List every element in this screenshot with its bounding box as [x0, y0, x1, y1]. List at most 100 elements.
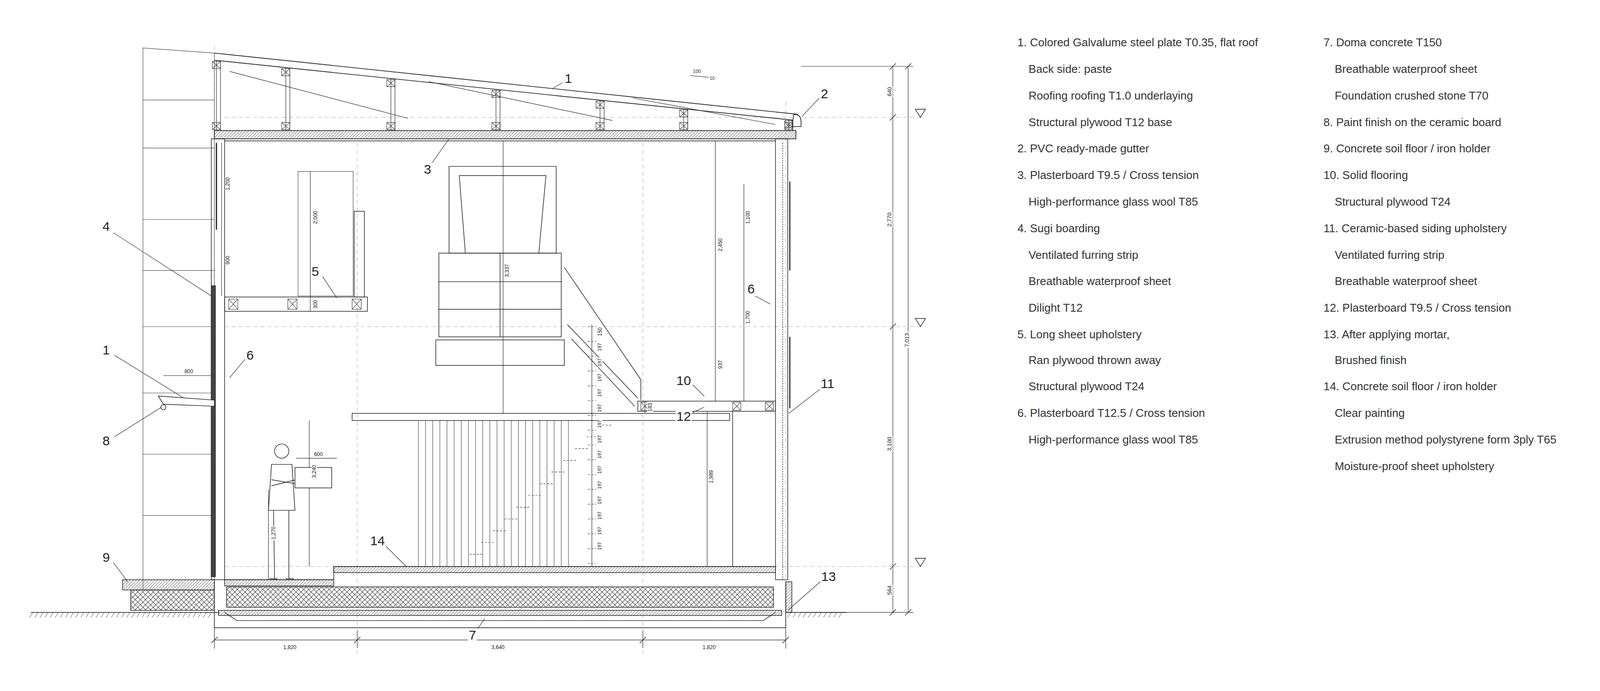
dimension-text: 183	[647, 401, 653, 413]
ground-hatch	[172, 612, 176, 618]
ground-hatch	[803, 612, 807, 618]
leader-lines	[431, 138, 449, 164]
leader-lines	[113, 561, 128, 582]
person-figure	[269, 510, 295, 579]
stair-treads	[587, 385, 597, 386]
note-text: 10. Solid flooring	[1323, 169, 1409, 182]
joist-boxes	[679, 109, 689, 117]
note-text: 1. Colored Galvalume steel plate T0.35, …	[1017, 37, 1259, 49]
dimension-text: 197	[597, 387, 603, 398]
interior	[435, 339, 565, 366]
note-text: Structural plywood T24	[1028, 380, 1145, 393]
interior	[732, 411, 733, 566]
ground-hatch	[29, 63, 912, 643]
ground-hatch	[904, 609, 912, 616]
note-text: 14. Concrete soil floor / iron holder	[1323, 380, 1497, 393]
leader-lines	[692, 384, 705, 397]
stair-treads	[587, 400, 597, 401]
ground-hatch	[70, 612, 74, 618]
walls	[211, 285, 216, 577]
dimension-text: 197	[597, 372, 603, 383]
roof-rafters	[683, 109, 684, 131]
roof	[214, 53, 801, 139]
joist-boxes	[732, 401, 741, 411]
joist-boxes	[596, 101, 605, 109]
ground-hatch	[782, 636, 789, 643]
ground-hatch	[188, 612, 192, 618]
joist-boxes	[281, 68, 291, 76]
ground-hatch	[152, 612, 156, 618]
dimension-text: 300	[312, 298, 319, 310]
roof-rafters	[229, 71, 776, 125]
wood-slats	[561, 420, 562, 566]
dimension-text: 2,450	[717, 237, 724, 253]
interior	[438, 308, 562, 310]
wood-slats	[468, 420, 469, 566]
joist-boxes	[281, 122, 291, 130]
stair-treads	[587, 503, 597, 505]
wood-slats	[518, 420, 519, 566]
roof	[214, 130, 796, 139]
ground-hatch	[50, 612, 54, 618]
walls	[775, 138, 788, 580]
joist-boxes	[784, 120, 793, 128]
leader-lines	[322, 276, 337, 299]
roof-rafters	[285, 67, 286, 131]
ground-hatch	[39, 612, 43, 618]
note-text: 9. Concrete soil floor / iron holder	[1323, 143, 1491, 155]
leader-lines	[113, 232, 212, 296]
wood-slats	[418, 420, 569, 566]
joist-boxes	[281, 68, 291, 76]
note-text: Foundation crushed stone T70	[1334, 89, 1489, 102]
dimension-text: 197	[597, 342, 603, 352]
note-text: High-performance glass wool T85	[1028, 195, 1198, 208]
canopy	[158, 395, 215, 410]
note-text: 13. After applying mortar,	[1323, 328, 1450, 341]
dimension-lines	[310, 171, 311, 312]
level-markers	[915, 318, 926, 327]
stair-treads	[551, 471, 566, 473]
joist-boxes	[491, 122, 501, 130]
dimension-text: 197	[597, 433, 603, 444]
interior	[224, 166, 776, 567]
roof-rafters	[215, 60, 217, 131]
ground-hatch	[131, 612, 135, 618]
roof	[791, 114, 802, 127]
joist-boxes	[387, 79, 396, 87]
dimension-text: 197	[597, 357, 603, 367]
dimension-text: 197	[597, 449, 603, 460]
floor-foundation	[333, 566, 776, 573]
joist-boxes	[679, 122, 689, 130]
ground-hatch	[838, 612, 842, 618]
stair-treads	[587, 562, 597, 564]
wood-slats	[496, 420, 498, 566]
note-text: High-performance glass wool T85	[1028, 433, 1198, 446]
leader-lines	[113, 82, 822, 629]
facade-panel	[143, 514, 215, 516]
note-text: Dilight T12	[1028, 302, 1083, 315]
stair-treads	[587, 370, 597, 371]
dimension-text: 800	[183, 368, 195, 375]
wood-slats	[482, 420, 484, 566]
walls	[789, 336, 791, 409]
wood-slats	[532, 420, 533, 566]
leader-lines	[114, 355, 184, 398]
note-text: Clear painting	[1334, 407, 1405, 419]
canopy	[158, 395, 215, 406]
interior	[571, 338, 635, 406]
note-text: Extrusion method polystyrene form 3ply T…	[1334, 433, 1557, 446]
callout-number: 3	[423, 162, 433, 177]
note-text: 4. Sugi boarding	[1017, 222, 1100, 235]
callout-number: 14	[369, 534, 386, 549]
ground-hatch	[137, 612, 141, 618]
wood-slats	[475, 420, 476, 566]
wood-slats	[453, 420, 455, 566]
ground-hatch	[889, 563, 896, 570]
roof-rafters	[220, 60, 221, 131]
ground-hatch	[55, 612, 59, 618]
facade-panel	[143, 47, 215, 590]
joist-boxes	[212, 61, 221, 69]
stair-treads	[587, 355, 597, 357]
note-text: 3. Plasterboard T9.5 / Cross tension	[1017, 169, 1200, 182]
